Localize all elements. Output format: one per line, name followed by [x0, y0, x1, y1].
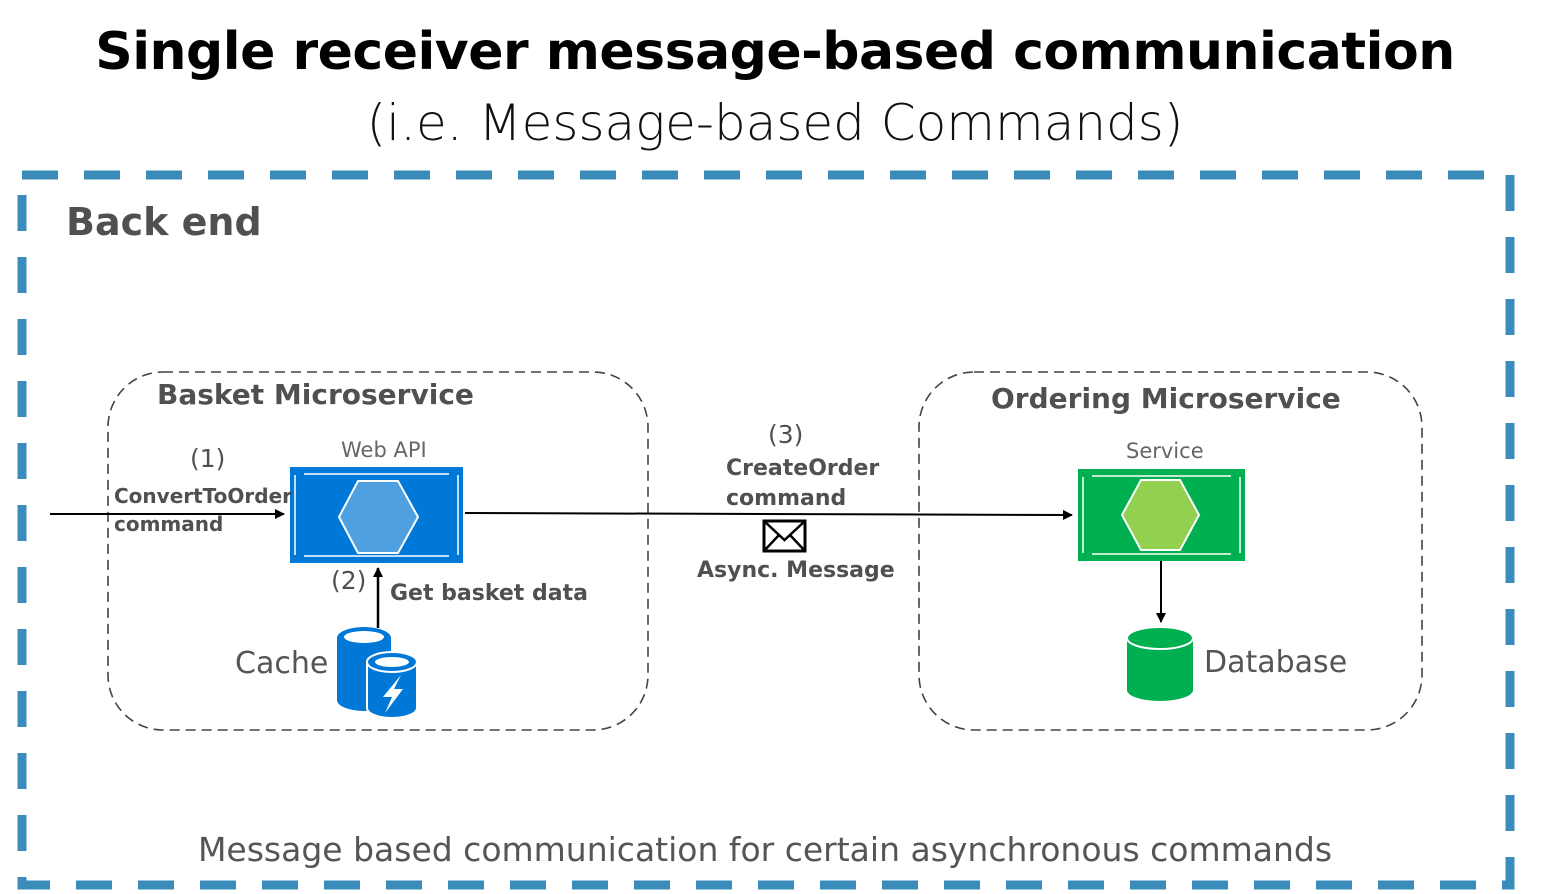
- envelope-icon: [762, 519, 807, 553]
- service-hexagon-icon: [1120, 479, 1201, 551]
- step-1-label-line2: command: [114, 512, 224, 536]
- diagram-subtitle: (i.e. Message-based Commands): [366, 94, 1184, 152]
- step-2-number: (2): [331, 566, 367, 595]
- ordering-microservice-title: Ordering Microservice: [991, 382, 1341, 415]
- web-api-hexagon-icon: [337, 480, 420, 554]
- service-component[interactable]: [1078, 469, 1245, 561]
- backend-label: Back end: [66, 200, 262, 244]
- step-3-label-line1: CreateOrder: [726, 456, 880, 481]
- service-label: Service: [1126, 439, 1204, 463]
- ordering-microservice-boundary: [918, 371, 1423, 731]
- backend-footer-caption: Message based communication for certain …: [197, 830, 1333, 869]
- database-icon: [1126, 626, 1194, 701]
- create-order-arrow: [464, 509, 1073, 520]
- database-label: Database: [1204, 645, 1348, 680]
- step-1-number: (1): [190, 444, 226, 473]
- step-1-label-line1: ConvertToOrder: [114, 484, 293, 508]
- web-api-component[interactable]: [290, 467, 463, 563]
- cache-label: Cache: [235, 646, 329, 681]
- cache-icon: [337, 627, 418, 719]
- backend-boundary: [17, 170, 1515, 890]
- web-api-label: Web API: [341, 438, 427, 462]
- step-3-label-line2: command: [726, 486, 847, 511]
- diagram-title: Single receiver message-based communicat…: [95, 22, 1455, 82]
- step-3-number: (3): [768, 420, 804, 449]
- basket-microservice-title: Basket Microservice: [157, 378, 474, 411]
- basket-microservice-boundary: [107, 371, 649, 731]
- step-2-label: Get basket data: [390, 581, 588, 606]
- async-message-label: Async. Message: [697, 558, 895, 583]
